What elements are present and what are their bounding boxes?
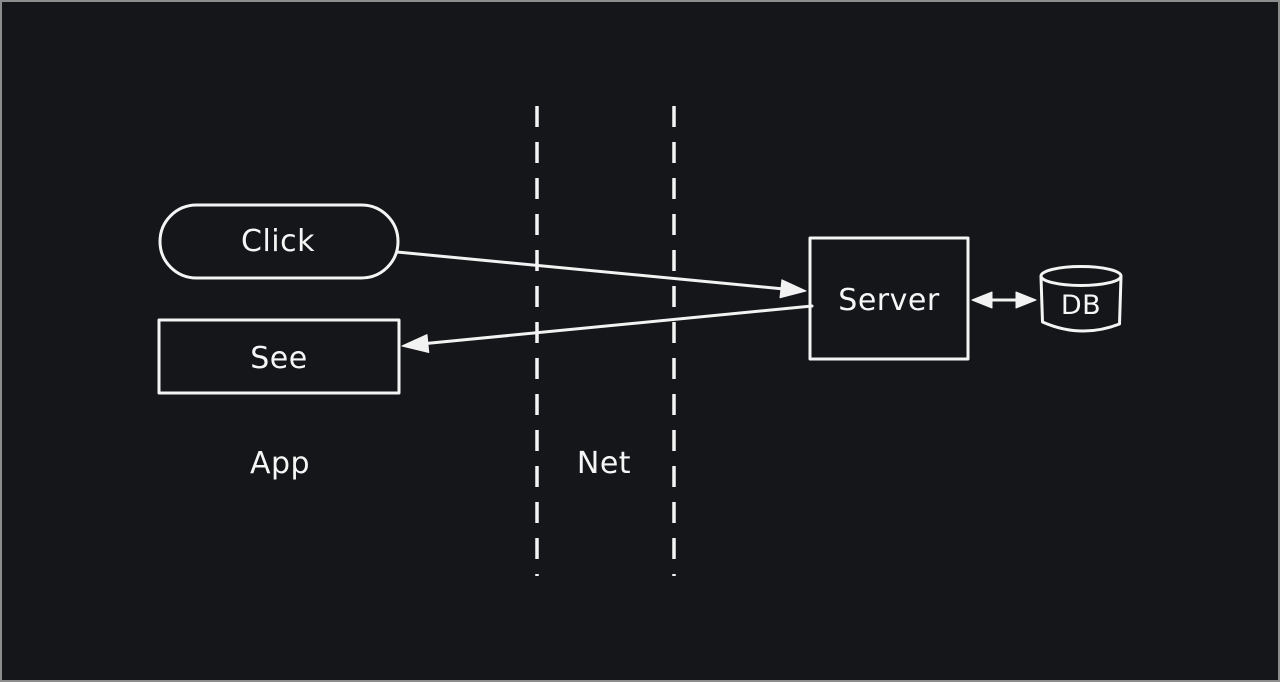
db-label: DB: [1061, 290, 1101, 321]
node-server[interactable]: Server: [808, 236, 970, 361]
lane-label-app[interactable]: App: [250, 446, 310, 481]
arrow-click-to-server[interactable]: [395, 250, 807, 299]
node-db[interactable]: DB: [1039, 265, 1123, 333]
arrow-server-to-see-line: [424, 304, 814, 345]
click-label: Click: [241, 224, 315, 259]
arrow-left-head-icon: [401, 334, 430, 353]
arrow-server-db[interactable]: [971, 291, 1037, 309]
server-label: Server: [838, 283, 940, 318]
double-arrow-left-head-icon: [971, 291, 993, 309]
double-arrow-right-head-icon: [1015, 291, 1037, 309]
click-pill-shape: [158, 203, 400, 280]
arrow-click-to-server-line: [395, 250, 786, 291]
arrow-server-to-see[interactable]: [401, 304, 814, 353]
db-cylinder-top-shape: [1039, 265, 1123, 287]
lane-label-net[interactable]: Net: [577, 446, 631, 481]
db-cylinder-body-shape: [1039, 275, 1123, 333]
arrow-right-head-icon: [779, 279, 807, 299]
node-click[interactable]: Click: [158, 203, 400, 280]
see-rect-shape: [157, 318, 401, 395]
see-label: See: [250, 341, 307, 376]
server-rect-shape: [808, 236, 970, 361]
node-see[interactable]: See: [157, 318, 401, 395]
